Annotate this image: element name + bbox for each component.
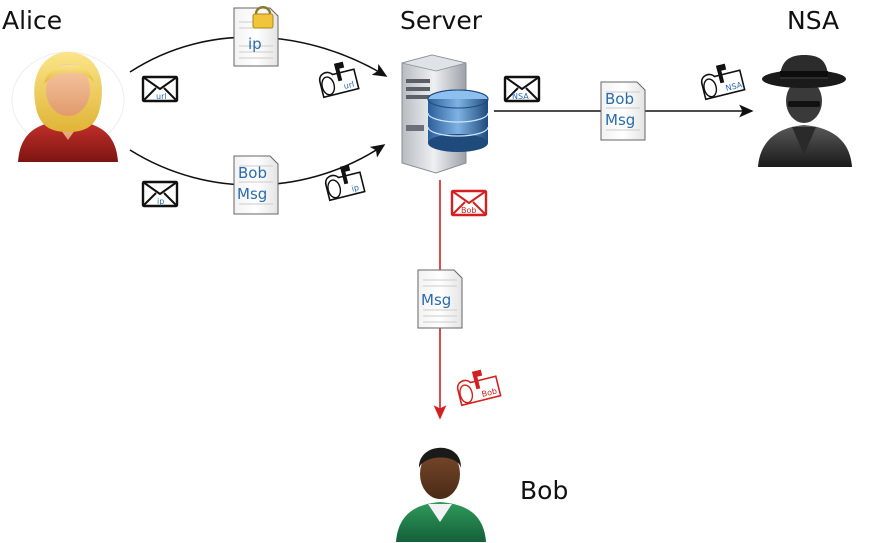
bob-avatar <box>396 447 486 542</box>
envelope-alice-top-label: url <box>156 92 167 101</box>
document-middle: Bob Msg <box>233 155 279 215</box>
document-top-text: ip <box>248 35 262 53</box>
mailbox-nsa-label: NSA <box>725 80 744 93</box>
document-right-line2: Msg <box>605 111 635 129</box>
bob-label: Bob <box>520 476 569 505</box>
mailbox-server-bottom-label: ip <box>351 183 360 194</box>
alice-avatar <box>11 51 125 162</box>
mailbox-server-top: url <box>318 61 360 99</box>
envelope-server-bob-label: Bob <box>461 206 476 215</box>
document-middle-line2: Msg <box>237 185 267 203</box>
lock-icon <box>252 6 274 29</box>
document-bottom: Msg <box>417 269 463 329</box>
document-right-line1: Bob <box>605 90 634 108</box>
document-middle-line1: Bob <box>238 164 267 182</box>
mailbox-bob: Bob <box>456 369 502 407</box>
document-right: Bob Msg <box>600 81 646 141</box>
nsa-label: NSA <box>787 6 840 35</box>
alice-label: Alice <box>2 6 63 35</box>
envelope-alice-top: url <box>141 75 179 103</box>
envelope-alice-bottom-label: ip <box>157 197 164 206</box>
envelope-server-nsa-label: NSA <box>512 92 529 101</box>
mailbox-server-top-label: url <box>343 80 355 91</box>
document-bottom-text: Msg <box>421 291 451 309</box>
mailbox-server-bottom: ip <box>324 164 366 202</box>
mailbox-nsa: NSA <box>700 63 746 101</box>
envelope-alice-bottom: ip <box>141 180 179 208</box>
envelope-server-nsa: NSA <box>503 75 541 103</box>
document-top: ip <box>233 6 279 67</box>
server-icon <box>401 54 489 174</box>
server-label: Server <box>400 6 482 35</box>
nsa-avatar <box>758 55 852 167</box>
envelope-server-bob: Bob <box>450 189 488 217</box>
mailbox-bob-label: Bob <box>481 387 498 399</box>
